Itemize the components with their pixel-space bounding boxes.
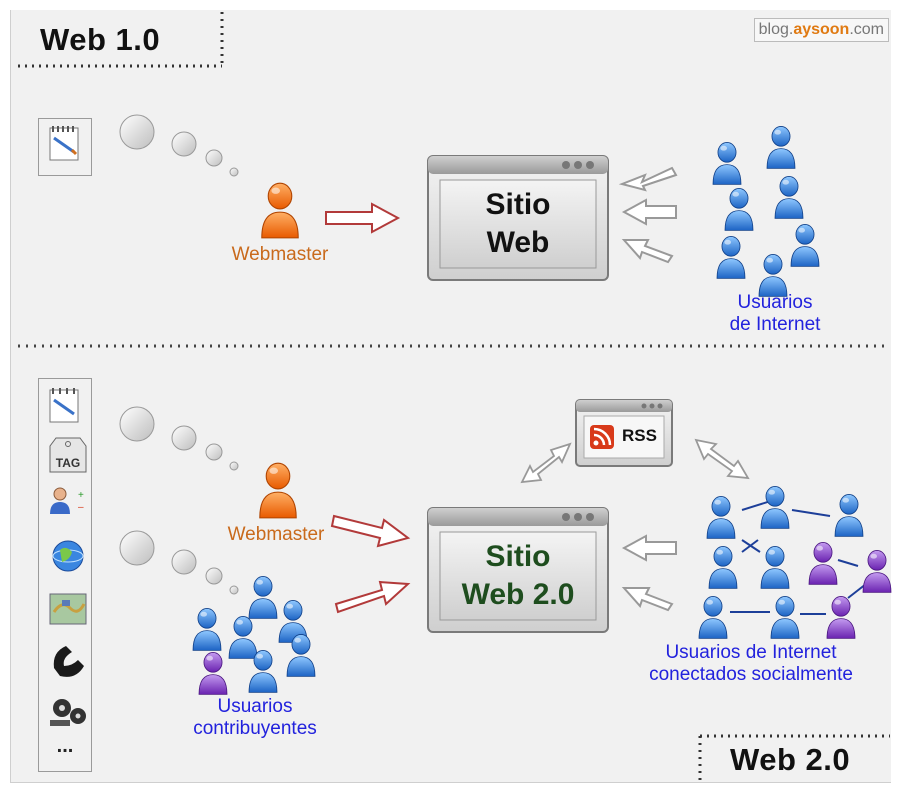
webmaster-caption: Webmaster — [231, 244, 329, 265]
webmaster-2-caption: Webmaster — [227, 524, 325, 545]
site-window-web1 — [427, 155, 609, 281]
site-window-web2 — [427, 507, 609, 633]
watermark-prefix: blog. — [758, 21, 794, 38]
phone-icon — [53, 646, 84, 677]
contributors-caption-line2: contribuyentes — [193, 718, 317, 739]
contributors-caption: Usuarios contribuyentes — [160, 696, 350, 740]
internet-users-group-web1 — [712, 126, 820, 297]
internet-users-caption-line2: de Internet — [729, 314, 821, 335]
thought-bubbles-web1 — [119, 114, 239, 177]
social-network-links — [730, 499, 867, 615]
arrows-users-to-site-web1 — [618, 166, 678, 264]
webmaster-icon — [261, 182, 299, 239]
tool-sidebar-web2: ... — [38, 378, 92, 772]
watermark-brand: aysoon — [793, 21, 850, 38]
diagram-frame — [10, 10, 891, 783]
social-users-caption-line2: conectados socialmente — [649, 664, 853, 685]
arrows-users-to-site-web2 — [621, 534, 677, 612]
tag-icon: TAG — [49, 437, 87, 473]
social-users-group — [698, 486, 892, 639]
contacts-icon: + – — [50, 487, 84, 514]
earth-browser-icon — [52, 540, 84, 572]
webmaster-2-icon — [259, 462, 297, 519]
map-icon — [49, 593, 87, 625]
site-title-line2: Web — [486, 226, 550, 259]
internet-users-caption-line1: Usuarios — [737, 292, 813, 313]
watermark: blog.aysoon.com — [753, 18, 889, 42]
site2-title-line2: Web 2.0 — [461, 578, 575, 611]
tool-sidebar-web1 — [38, 118, 92, 176]
arrow-webmaster-to-site2 — [330, 514, 411, 548]
web1-label: Web 1.0 — [40, 22, 161, 57]
rss-label: RSS — [622, 426, 657, 445]
film-reel-icon — [50, 699, 86, 726]
double-arrows-rss — [520, 438, 750, 484]
svg-text:+: + — [78, 490, 84, 501]
thought-bubbles-web2-top — [119, 406, 239, 471]
site-title-web1: Sitio Web — [440, 186, 596, 262]
svg-text:–: – — [78, 502, 84, 513]
contributors-caption-line1: Usuarios — [217, 696, 293, 717]
site2-title-line1: Sitio — [485, 540, 551, 573]
site-title-web2: Sitio Web 2.0 — [440, 538, 596, 614]
rss-window — [575, 399, 673, 467]
notepad-icon — [49, 388, 79, 423]
thought-bubbles-web2-bottom — [119, 530, 239, 595]
social-users-caption-line1: Usuarios de Internet — [665, 642, 837, 663]
arrow-webmaster-to-site — [325, 202, 401, 234]
arrow-contributors-to-site2 — [334, 580, 411, 614]
svg-text:TAG: TAG — [56, 456, 80, 470]
web2-label: Web 2.0 — [730, 742, 851, 777]
contributing-users-group — [192, 576, 316, 695]
more-tools-ellipsis: ... — [56, 735, 74, 757]
internet-users-caption: Usuarios de Internet — [690, 292, 860, 336]
notepad-icon — [49, 126, 79, 161]
social-users-caption: Usuarios de Internet conectados socialme… — [606, 642, 896, 686]
site-title-line1: Sitio — [485, 188, 551, 221]
watermark-suffix: .com — [849, 21, 884, 38]
rss-feed-icon — [590, 425, 614, 449]
